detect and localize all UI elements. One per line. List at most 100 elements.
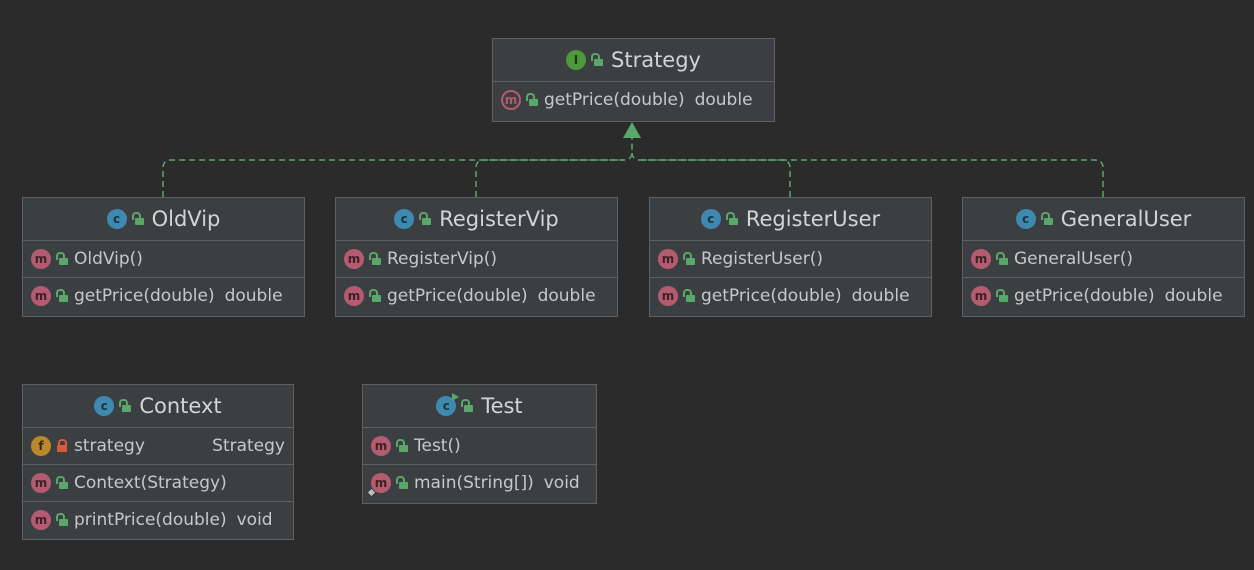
strategy-interface-node[interactable]: I Strategy m getPrice(double) double: [492, 38, 775, 122]
class-icon: c: [1015, 209, 1036, 229]
public-lock-icon: [56, 252, 68, 266]
field-type: Strategy: [212, 436, 285, 456]
class-header: c RegisterUser: [650, 198, 931, 241]
return-type: void: [236, 510, 273, 530]
method-signature: getPrice(double): [701, 286, 842, 306]
class-name: Context: [139, 394, 222, 418]
method-icon: m: [31, 473, 51, 493]
class-icon: c: [106, 209, 127, 229]
class-header: c RegisterVip: [336, 198, 617, 241]
runnable-class-icon: c: [436, 393, 460, 416]
class-name: Test: [481, 394, 523, 418]
static-method-icon: m: [371, 473, 391, 493]
method-signature: Test(): [414, 436, 461, 456]
field-name: strategy: [74, 436, 145, 456]
field-icon: f: [31, 436, 51, 456]
member-row[interactable]: m RegisterUser(): [650, 241, 931, 278]
public-lock-icon: [683, 289, 695, 303]
class-header: c Test: [363, 385, 596, 428]
field-row[interactable]: f strategy Strategy: [23, 428, 293, 465]
oldvip-class-node[interactable]: c OldVip m OldVip() m getPrice(double) d…: [22, 197, 305, 317]
public-lock-icon: [591, 53, 603, 67]
member-row[interactable]: m Context(Strategy): [23, 465, 293, 502]
method-signature: getPrice(double): [387, 286, 528, 306]
method-icon: m: [31, 510, 51, 530]
class-header: c Context: [23, 385, 293, 428]
private-lock-icon: [56, 439, 68, 453]
return-type: double: [1164, 286, 1223, 306]
strategy-header: I Strategy: [493, 39, 774, 82]
public-lock-icon: [56, 289, 68, 303]
member-row[interactable]: m getPrice(double) double: [650, 278, 931, 314]
generaluser-class-node[interactable]: c GeneralUser m GeneralUser() m getPrice…: [962, 197, 1245, 317]
class-icon: c: [394, 209, 415, 229]
edge-registeruser-strategy: [631, 151, 791, 197]
member-row[interactable]: m getPrice(double) double: [23, 278, 304, 314]
method-signature: getPrice(double): [74, 286, 215, 306]
class-name: RegisterVip: [439, 207, 559, 231]
member-row[interactable]: m printPrice(double) void: [23, 502, 293, 538]
method-icon: m: [31, 286, 51, 306]
method-signature: GeneralUser(): [1014, 249, 1134, 269]
registeruser-class-node[interactable]: c RegisterUser m RegisterUser() m getPri…: [649, 197, 932, 317]
public-lock-icon: [996, 289, 1008, 303]
class-name: GeneralUser: [1060, 207, 1192, 231]
class-name: RegisterUser: [745, 207, 881, 231]
method-signature: OldVip(): [74, 249, 143, 269]
class-header: c GeneralUser: [963, 198, 1244, 241]
member-row[interactable]: m getPrice(double) double: [336, 278, 617, 314]
class-icon: c: [700, 209, 721, 229]
edge-oldvip-strategy: [162, 136, 633, 197]
edge-registervip-strategy: [475, 159, 624, 197]
registervip-class-node[interactable]: c RegisterVip m RegisterVip() m getPrice…: [335, 197, 618, 317]
interface-icon: I: [566, 50, 586, 70]
public-lock-icon: [131, 212, 144, 226]
member-row[interactable]: m getPrice(double) double: [963, 278, 1244, 314]
public-lock-icon: [56, 513, 68, 527]
member-row[interactable]: m OldVip(): [23, 241, 304, 278]
method-icon: m: [344, 249, 364, 269]
public-lock-icon: [56, 476, 68, 490]
member-row[interactable]: m GeneralUser(): [963, 241, 1244, 278]
context-class-node[interactable]: c Context f strategy Strategy m Context(…: [22, 384, 294, 540]
public-lock-icon: [369, 252, 381, 266]
realization-arrowhead: [623, 122, 641, 138]
class-icon: c: [94, 396, 115, 416]
member-row[interactable]: m main(String[]) void: [363, 465, 596, 501]
method-signature: getPrice(double): [544, 90, 685, 110]
method-icon: m: [31, 249, 51, 269]
strategy-name: Strategy: [611, 48, 701, 72]
return-type: double: [851, 286, 910, 306]
return-type: double: [224, 286, 283, 306]
public-lock-icon: [119, 399, 132, 413]
method-signature: RegisterVip(): [387, 249, 498, 269]
return-type: void: [543, 473, 580, 493]
public-lock-icon: [1040, 212, 1053, 226]
public-lock-icon: [396, 439, 408, 453]
class-name: OldVip: [151, 207, 221, 231]
method-icon: m: [658, 286, 678, 306]
member-row[interactable]: m Test(): [363, 428, 596, 465]
method-signature: RegisterUser(): [701, 249, 824, 269]
public-lock-icon: [725, 212, 738, 226]
member-row[interactable]: m getPrice(double) double: [493, 82, 774, 118]
member-row[interactable]: m RegisterVip(): [336, 241, 617, 278]
public-lock-icon: [683, 252, 695, 266]
public-lock-icon: [461, 399, 474, 413]
method-signature: main(String[]): [414, 473, 534, 493]
abstract-method-icon: m: [501, 90, 521, 110]
method-signature: Context(Strategy): [74, 473, 227, 493]
public-lock-icon: [526, 93, 538, 107]
method-icon: m: [971, 249, 991, 269]
public-lock-icon: [419, 212, 432, 226]
edge-generaluser-strategy: [640, 159, 1104, 197]
method-signature: printPrice(double): [74, 510, 227, 530]
method-icon: m: [971, 286, 991, 306]
method-signature: getPrice(double): [1014, 286, 1155, 306]
class-header: c OldVip: [23, 198, 304, 241]
return-type: double: [537, 286, 596, 306]
method-icon: m: [371, 436, 391, 456]
test-class-node[interactable]: c Test m Test() m main(String[]) void: [362, 384, 597, 504]
public-lock-icon: [996, 252, 1008, 266]
